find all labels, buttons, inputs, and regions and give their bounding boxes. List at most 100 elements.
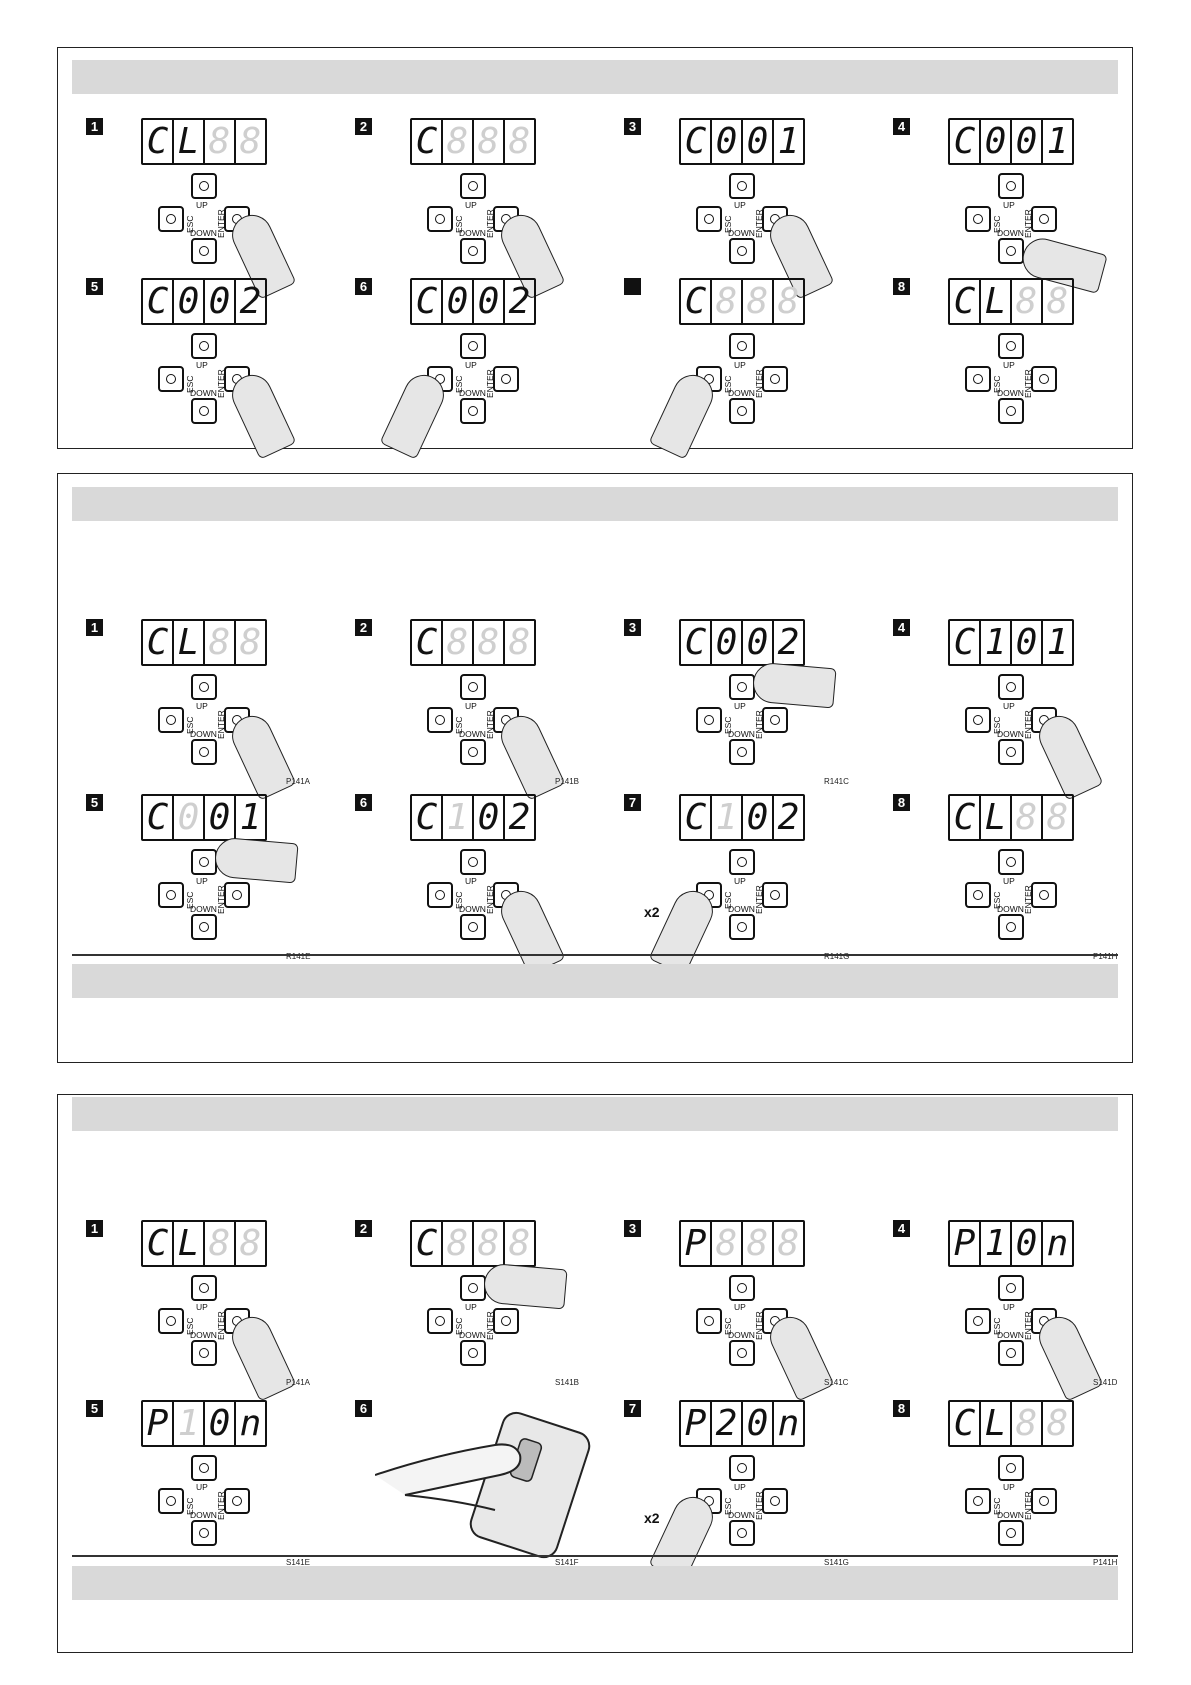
- esc-button[interactable]: [427, 1308, 453, 1334]
- esc-button[interactable]: [158, 1488, 184, 1514]
- esc-button[interactable]: [965, 1488, 991, 1514]
- down-button[interactable]: [998, 398, 1024, 424]
- enter-button[interactable]: [762, 366, 788, 392]
- up-button[interactable]: [729, 674, 755, 700]
- up-button[interactable]: [998, 1275, 1024, 1301]
- up-button[interactable]: [460, 1275, 486, 1301]
- down-label: DOWN: [459, 388, 486, 398]
- down-button[interactable]: [998, 739, 1024, 765]
- up-button[interactable]: [191, 173, 217, 199]
- up-button[interactable]: [998, 333, 1024, 359]
- enter-button[interactable]: [1031, 366, 1057, 392]
- enter-label: ENTER: [216, 1311, 226, 1340]
- down-button[interactable]: [998, 1520, 1024, 1546]
- up-button[interactable]: [729, 1455, 755, 1481]
- up-button[interactable]: [998, 849, 1024, 875]
- esc-button[interactable]: [427, 707, 453, 733]
- up-button[interactable]: [729, 1275, 755, 1301]
- down-button[interactable]: [729, 398, 755, 424]
- enter-button[interactable]: [1031, 1488, 1057, 1514]
- down-button[interactable]: [191, 739, 217, 765]
- down-button[interactable]: [998, 1340, 1024, 1366]
- esc-button[interactable]: [427, 206, 453, 232]
- enter-button[interactable]: [762, 707, 788, 733]
- esc-button[interactable]: [158, 206, 184, 232]
- enter-label: ENTER: [216, 710, 226, 739]
- enter-button[interactable]: [224, 1488, 250, 1514]
- down-button[interactable]: [191, 398, 217, 424]
- enter-button[interactable]: [762, 882, 788, 908]
- step-number-badge: 7: [624, 1400, 641, 1417]
- enter-button[interactable]: [1031, 206, 1057, 232]
- esc-label: ESC: [992, 1497, 1002, 1515]
- display-digit: 8: [1012, 796, 1043, 839]
- esc-button[interactable]: [158, 707, 184, 733]
- down-label: DOWN: [190, 1330, 217, 1340]
- up-button[interactable]: [998, 674, 1024, 700]
- enter-button[interactable]: [493, 366, 519, 392]
- esc-button[interactable]: [965, 707, 991, 733]
- enter-label: ENTER: [754, 369, 764, 398]
- enter-button[interactable]: [762, 1488, 788, 1514]
- esc-label: ESC: [992, 1317, 1002, 1335]
- esc-button[interactable]: [965, 882, 991, 908]
- down-button[interactable]: [191, 1520, 217, 1546]
- up-button[interactable]: [460, 674, 486, 700]
- down-button[interactable]: [729, 1520, 755, 1546]
- enter-label: ENTER: [1023, 369, 1033, 398]
- down-button[interactable]: [998, 238, 1024, 264]
- down-button[interactable]: [191, 914, 217, 940]
- esc-button[interactable]: [158, 366, 184, 392]
- enter-button[interactable]: [1031, 882, 1057, 908]
- down-button[interactable]: [191, 1340, 217, 1366]
- up-button[interactable]: [998, 1455, 1024, 1481]
- display-digit: 8: [205, 621, 236, 664]
- down-button[interactable]: [729, 914, 755, 940]
- up-button[interactable]: [191, 1275, 217, 1301]
- esc-button[interactable]: [158, 882, 184, 908]
- up-button[interactable]: [998, 173, 1024, 199]
- down-button[interactable]: [460, 1340, 486, 1366]
- esc-label: ESC: [454, 215, 464, 233]
- step-number-badge: 1: [86, 619, 103, 636]
- down-button[interactable]: [729, 1340, 755, 1366]
- down-button[interactable]: [998, 914, 1024, 940]
- down-button[interactable]: [460, 914, 486, 940]
- esc-button[interactable]: [158, 1308, 184, 1334]
- up-button[interactable]: [191, 333, 217, 359]
- up-button[interactable]: [191, 674, 217, 700]
- up-button[interactable]: [729, 849, 755, 875]
- down-button[interactable]: [729, 739, 755, 765]
- up-button[interactable]: [191, 1455, 217, 1481]
- esc-button[interactable]: [965, 1308, 991, 1334]
- step-number-badge: 8: [893, 1400, 910, 1417]
- esc-button[interactable]: [696, 206, 722, 232]
- down-button[interactable]: [460, 398, 486, 424]
- up-button[interactable]: [460, 333, 486, 359]
- enter-label: ENTER: [1023, 209, 1033, 238]
- up-button[interactable]: [460, 173, 486, 199]
- esc-button[interactable]: [965, 206, 991, 232]
- esc-button[interactable]: [427, 882, 453, 908]
- up-button[interactable]: [460, 849, 486, 875]
- up-label: UP: [734, 1302, 746, 1312]
- down-button[interactable]: [729, 238, 755, 264]
- up-button[interactable]: [729, 173, 755, 199]
- up-button[interactable]: [191, 849, 217, 875]
- enter-button[interactable]: [493, 1308, 519, 1334]
- enter-button[interactable]: [224, 882, 250, 908]
- esc-button[interactable]: [696, 707, 722, 733]
- down-button[interactable]: [460, 739, 486, 765]
- down-button[interactable]: [191, 238, 217, 264]
- panel-3-subheading-bar: [72, 1566, 1118, 1600]
- display-digit: n: [239, 1403, 262, 1444]
- esc-button[interactable]: [965, 366, 991, 392]
- up-button[interactable]: [729, 333, 755, 359]
- esc-button[interactable]: [696, 1308, 722, 1334]
- display-digit: C: [950, 621, 981, 664]
- down-button[interactable]: [460, 238, 486, 264]
